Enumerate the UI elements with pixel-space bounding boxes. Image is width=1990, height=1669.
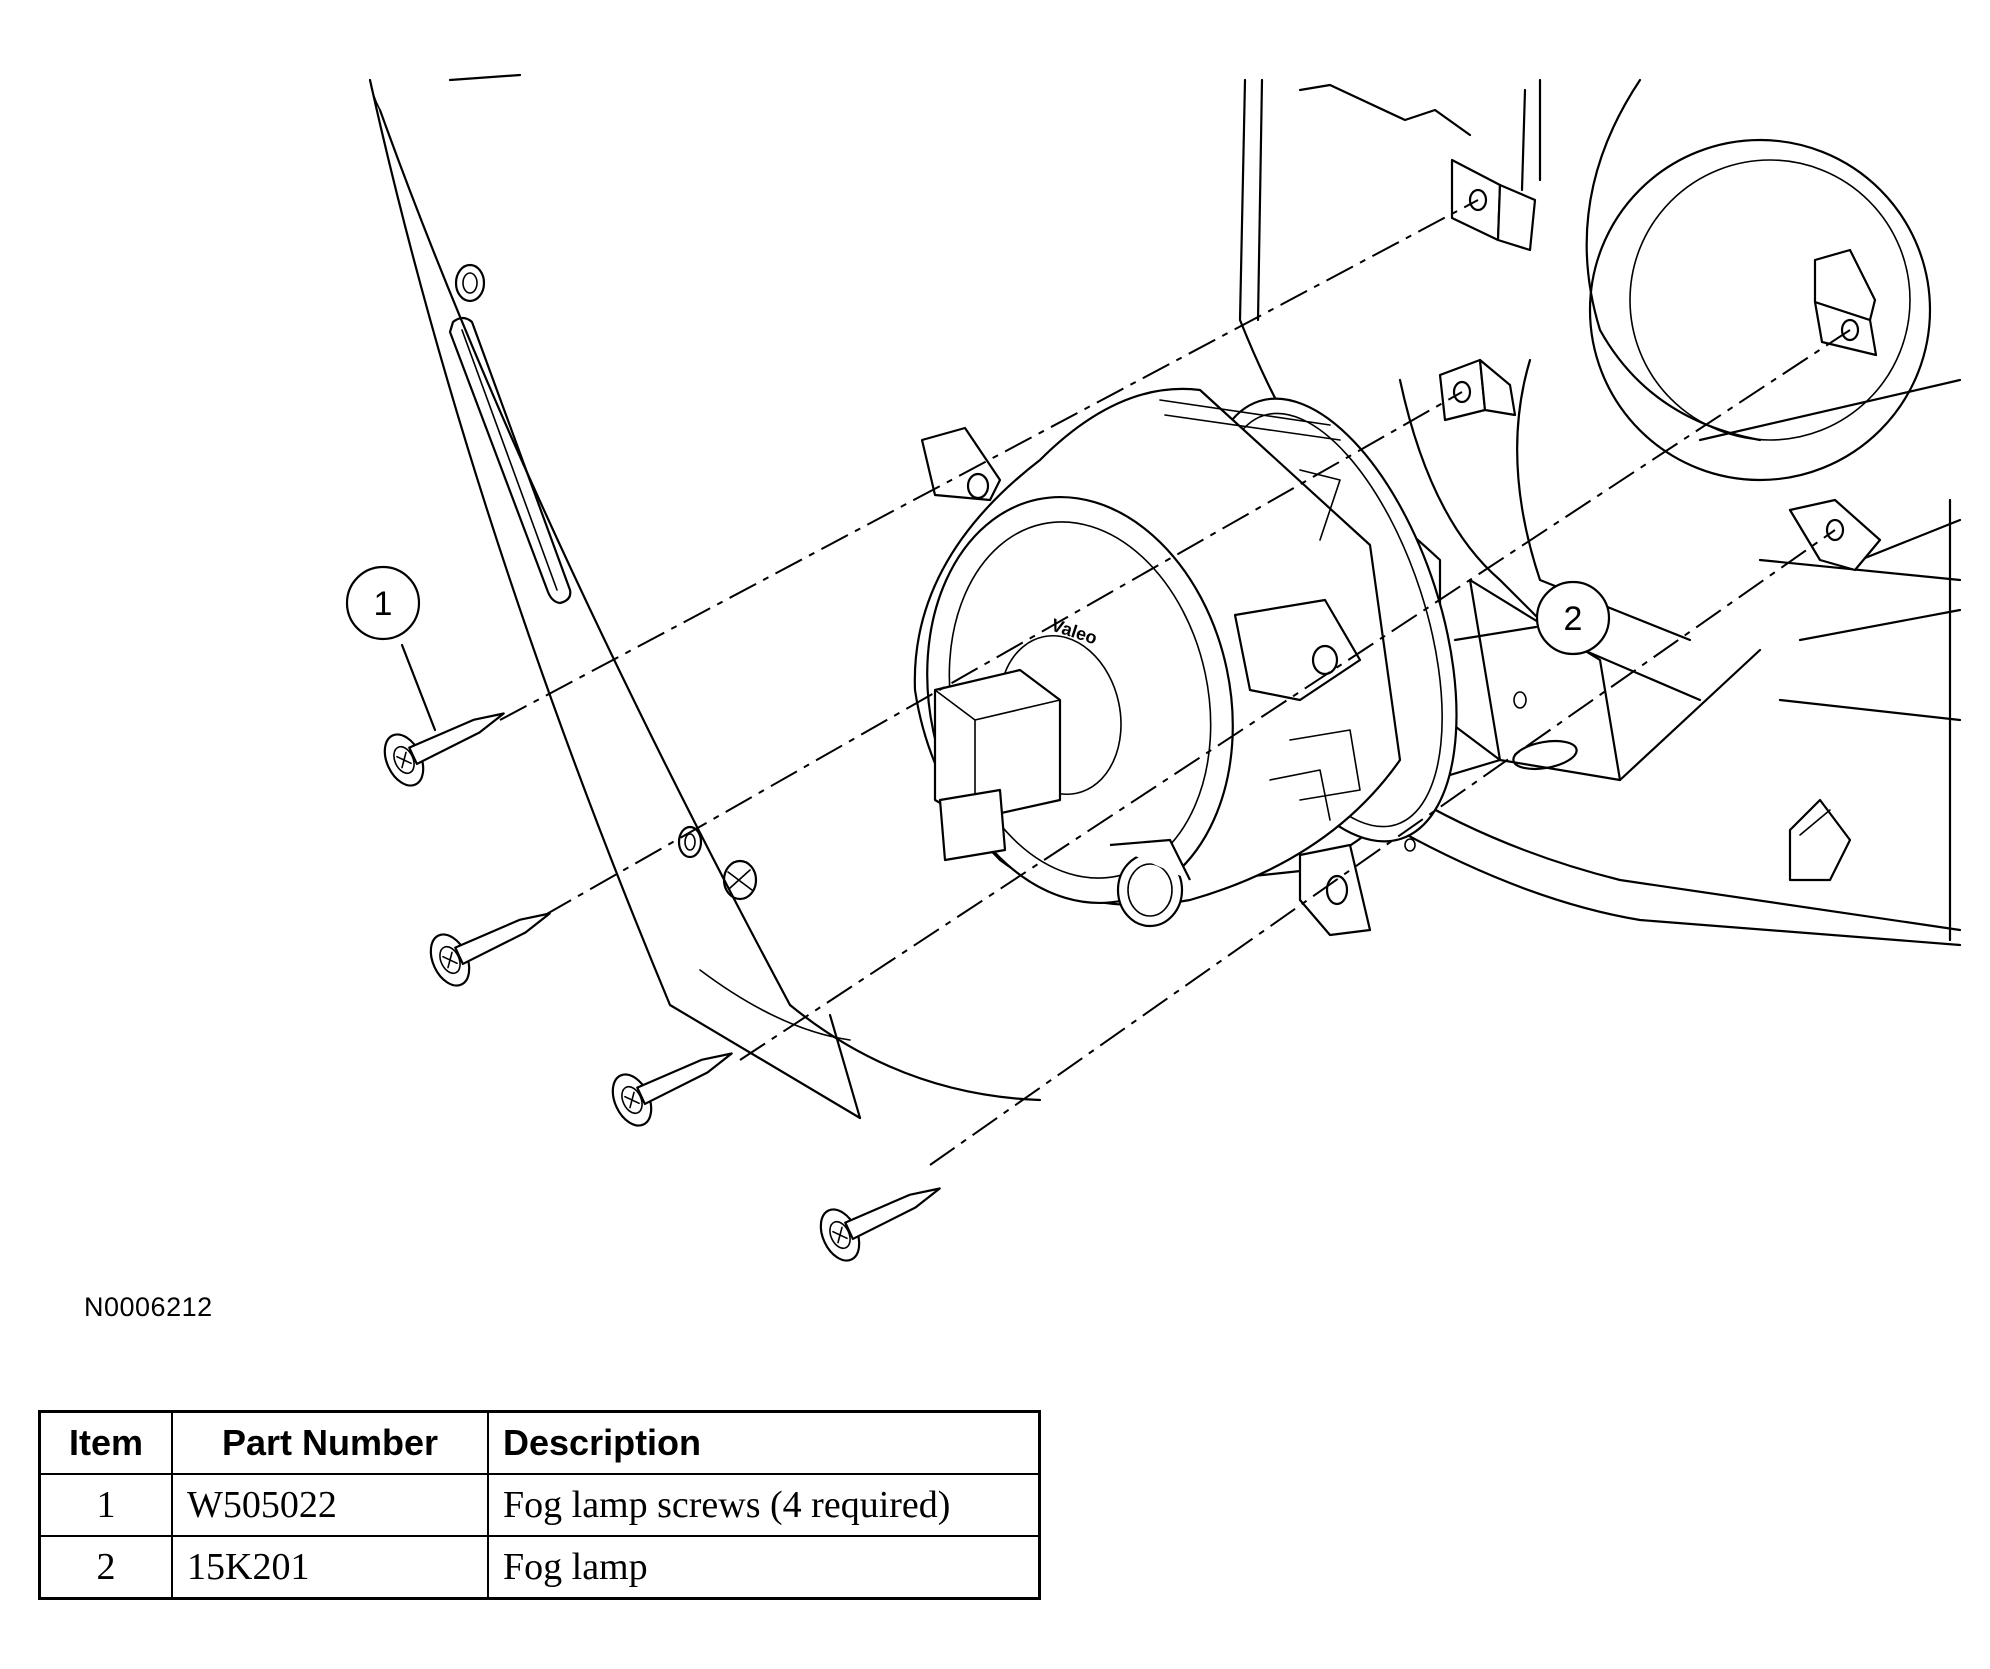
header-item: Item	[38, 1410, 173, 1475]
header-description: Description	[487, 1410, 1041, 1475]
screw	[819, 1187, 941, 1262]
header-part-number: Part Number	[171, 1410, 489, 1475]
cell-part-number: W505022	[171, 1473, 489, 1537]
parts-table: Item Part Number Description 1 W505022 F…	[38, 1410, 1041, 1600]
cell-description: Fog lamp	[487, 1535, 1041, 1600]
cell-part-number: 15K201	[171, 1535, 489, 1600]
screw	[611, 1052, 733, 1127]
callout-2-label: 2	[1564, 600, 1583, 638]
callout-2: 2	[1453, 580, 1611, 656]
figure-id: N0006212	[84, 1292, 213, 1322]
mounting-bracket	[1238, 78, 1962, 947]
fog-lamp: Valeo	[913, 387, 1458, 937]
table-row: 2 15K201 Fog lamp	[38, 1535, 1041, 1600]
cell-item: 1	[38, 1473, 173, 1537]
fog-lamp-screws	[383, 712, 941, 1262]
table-row: 1 W505022 Fog lamp screws (4 required)	[38, 1473, 1041, 1537]
alignment-lines	[499, 199, 1851, 1166]
table-header-row: Item Part Number Description	[38, 1410, 1041, 1475]
cell-item: 2	[38, 1535, 173, 1600]
screw	[383, 712, 505, 787]
callout-1-label: 1	[374, 585, 393, 623]
bumper-fascia	[368, 73, 1042, 1120]
cell-description: Fog lamp screws (4 required)	[487, 1473, 1041, 1537]
screw	[429, 912, 551, 987]
callout-1: 1	[345, 565, 437, 732]
